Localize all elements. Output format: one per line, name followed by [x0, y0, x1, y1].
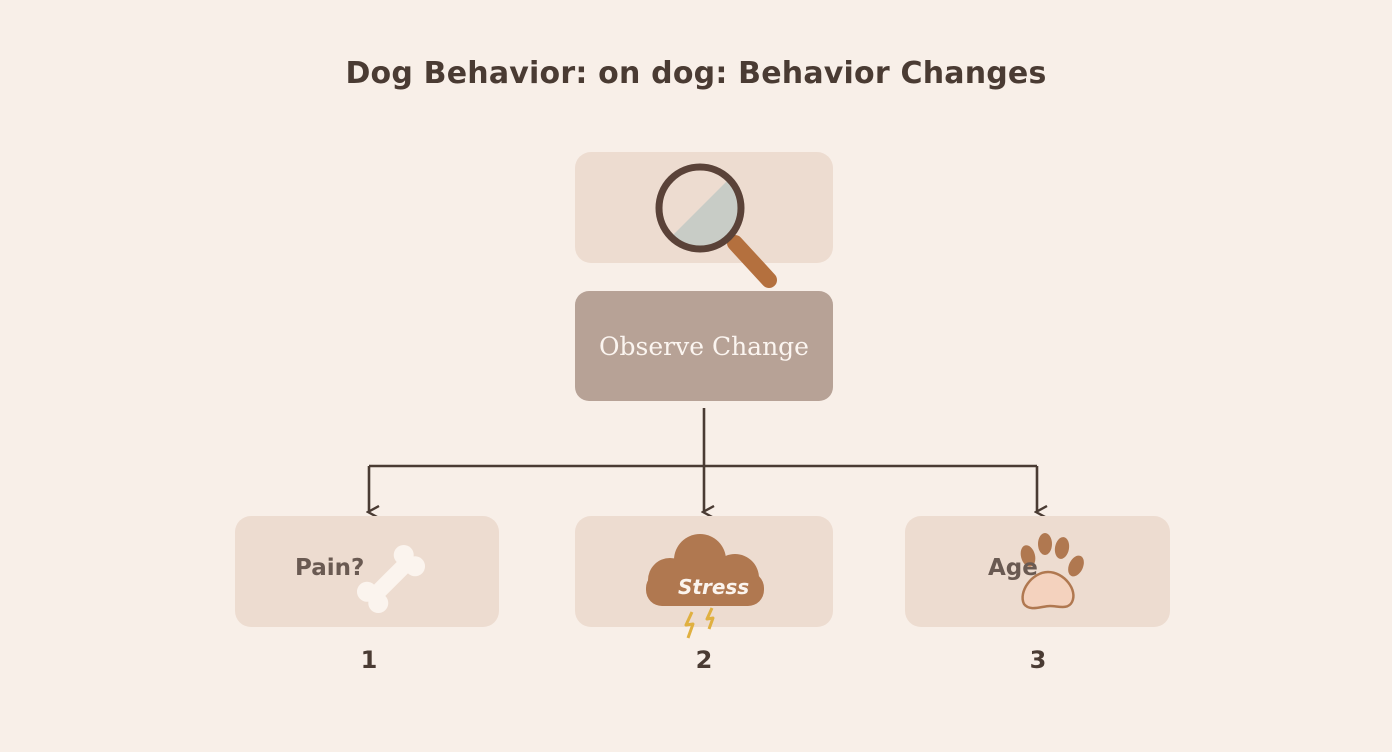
bone-icon — [356, 544, 426, 614]
magnifying-glass-icon — [655, 163, 777, 288]
diagram-title: Dog Behavior: on dog: Behavior Changes — [345, 56, 1047, 91]
storm-cloud-icon — [646, 534, 764, 639]
cause-node-pain — [235, 516, 499, 627]
cause-label-pain: Pain? — [295, 555, 365, 581]
observe-change-node: Observe Change — [575, 291, 833, 401]
paw-print-icon — [1020, 533, 1084, 610]
observe-change-label: Observe Change — [599, 331, 809, 361]
cause-label-age: Age — [988, 555, 1038, 581]
cause-number-1: 1 — [360, 646, 378, 674]
cause-number-2: 2 — [695, 646, 713, 674]
cause-number-3: 3 — [1029, 646, 1047, 674]
cause-label-stress: Stress — [678, 575, 750, 599]
